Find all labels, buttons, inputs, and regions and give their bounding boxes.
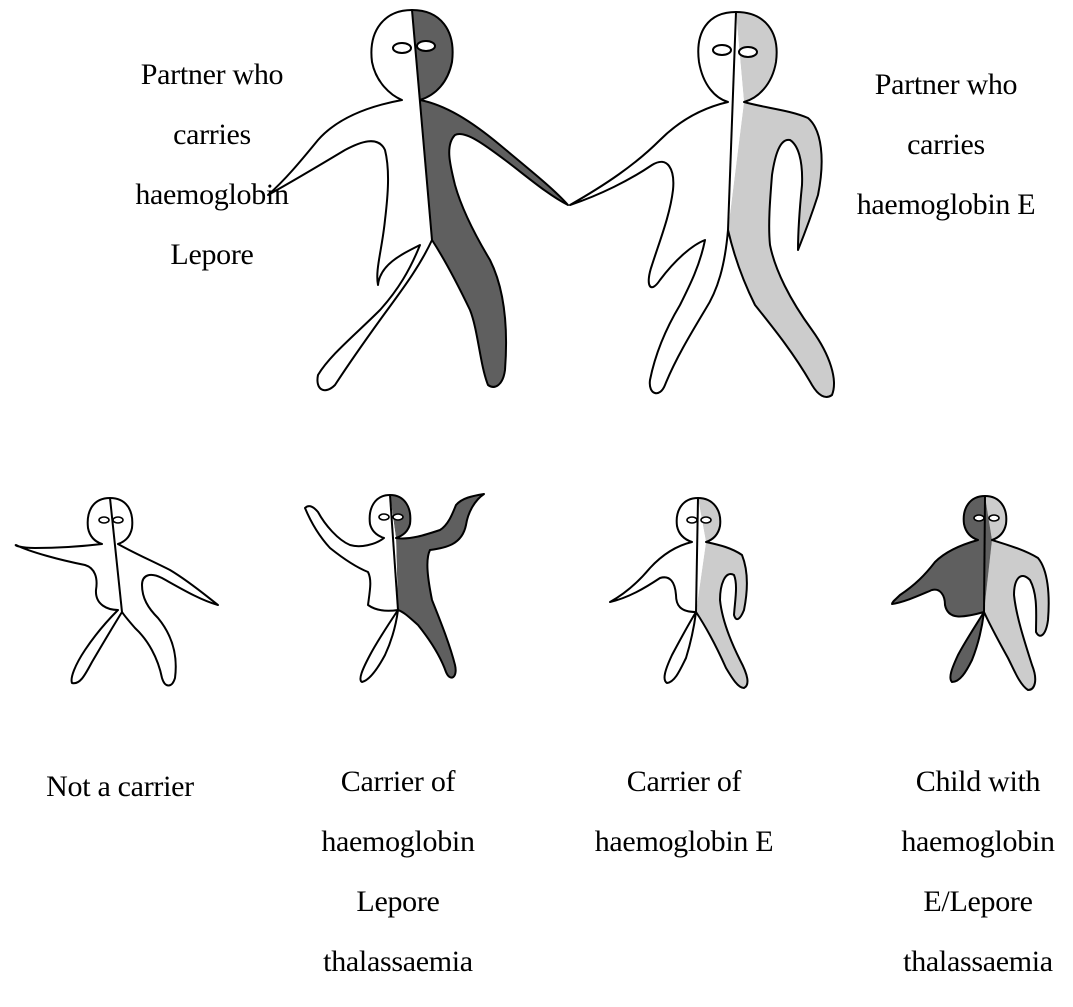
child-2-right-half	[390, 494, 484, 678]
child-2-eye-left	[379, 514, 389, 520]
child-1-eye-left	[99, 517, 109, 523]
child-4-eye-left	[974, 515, 984, 521]
child-4-right-half	[984, 496, 1049, 690]
child-1-label: Not a carrier	[20, 742, 220, 832]
child-1-left-half	[16, 498, 122, 683]
left-parent-left-half	[268, 10, 432, 390]
child-1-eye-right	[113, 517, 123, 523]
child-4-divider	[984, 496, 985, 612]
left-parent-right-half	[412, 10, 568, 387]
child-3-label: Carrier of haemoglobin E	[574, 737, 794, 887]
child-2-figure	[305, 494, 484, 682]
child-4-label: Child with haemoglobin E/Lepore thalassa…	[883, 737, 1073, 1007]
child-2-left-half	[305, 495, 398, 682]
child-1-figure	[16, 498, 218, 686]
inheritance-diagram	[0, 0, 1073, 856]
right-parent-eye-left	[713, 45, 731, 55]
right-parent-figure	[570, 12, 834, 397]
child-2-eye-right	[393, 514, 403, 520]
child-4-eye-right	[989, 515, 999, 521]
right-parent-left-half	[570, 12, 744, 393]
child-2-label: Carrier of haemoglobin Lepore thalassaem…	[298, 737, 498, 1007]
child-4-figure	[892, 496, 1049, 690]
child-3-eye-left	[687, 517, 697, 523]
child-3-left-half	[610, 498, 706, 683]
left-parent-figure	[268, 10, 568, 390]
right-parent-eye-right	[739, 47, 757, 57]
left-parent-eye-right	[417, 41, 435, 51]
left-parent-eye-left	[393, 43, 411, 53]
child-3-eye-right	[701, 517, 711, 523]
child-3-figure	[610, 498, 747, 688]
